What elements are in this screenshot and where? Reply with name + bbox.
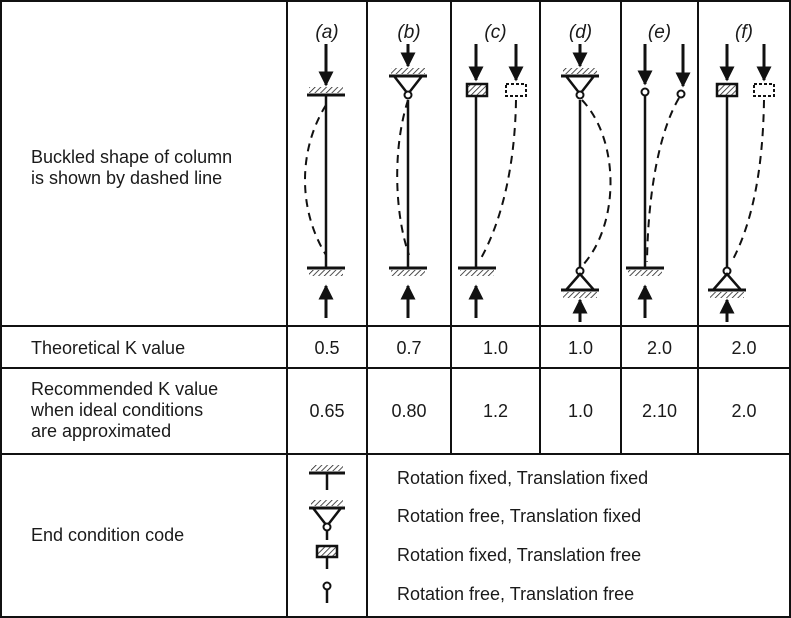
shape-label-line-1: Buckled shape of column bbox=[31, 147, 233, 167]
recommended-k-c: 1.2 bbox=[482, 401, 509, 421]
code-row-label: End condition code bbox=[31, 525, 185, 545]
theoretical-row-label: Theoretical K value bbox=[31, 338, 186, 358]
column-a-diagram bbox=[304, 44, 345, 318]
legend-free-text: Rotation free, Translation free bbox=[397, 584, 635, 604]
recommended-label-line-2: when ideal conditions bbox=[31, 400, 204, 420]
theoretical-k-a: 0.5 bbox=[314, 338, 340, 358]
case-c-label: (c) bbox=[484, 22, 507, 43]
column-e-diagram bbox=[626, 44, 691, 318]
column-d-diagram bbox=[561, 44, 612, 322]
theoretical-k-e: 2.0 bbox=[646, 338, 673, 358]
case-d-label: (d) bbox=[568, 22, 593, 43]
legend-pin-text: Rotation free, Translation fixed bbox=[397, 506, 642, 526]
legend-guided-text: Rotation fixed, Translation free bbox=[397, 545, 642, 565]
recommended-k-e: 2.10 bbox=[641, 401, 678, 421]
recommended-label-line-1: Recommended K value bbox=[31, 379, 219, 399]
legend-fixed-symbol bbox=[309, 465, 345, 490]
column-c-diagram bbox=[458, 44, 527, 318]
recommended-k-b: 0.80 bbox=[391, 401, 427, 421]
recommended-k-a: 0.65 bbox=[309, 401, 345, 421]
shape-label-line-2: is shown by dashed line bbox=[31, 168, 223, 188]
recommended-k-f: 2.0 bbox=[731, 401, 757, 421]
case-b-label: (b) bbox=[397, 22, 421, 43]
recommended-label-line-3: are approximated bbox=[31, 421, 172, 441]
column-b-diagram bbox=[389, 44, 427, 318]
theoretical-k-d: 1.0 bbox=[567, 338, 594, 358]
theoretical-k-c: 1.0 bbox=[482, 338, 509, 358]
legend-guided-symbol bbox=[315, 544, 339, 569]
theoretical-k-b: 0.7 bbox=[396, 338, 422, 358]
legend-pin-symbol bbox=[309, 500, 345, 540]
legend-free-symbol bbox=[322, 581, 332, 603]
theoretical-k-f: 2.0 bbox=[731, 338, 757, 358]
case-f-label: (f) bbox=[735, 22, 753, 43]
recommended-k-d: 1.0 bbox=[567, 401, 594, 421]
legend-fixed-text: Rotation fixed, Translation fixed bbox=[397, 468, 649, 488]
recommended-row-label: Recommended K value when ideal condition… bbox=[31, 379, 218, 442]
case-a-label: (a) bbox=[315, 22, 339, 43]
case-e-label: (e) bbox=[647, 22, 672, 43]
column-f-diagram bbox=[708, 44, 775, 322]
shape-row-label: Buckled shape of column is shown by dash… bbox=[31, 147, 232, 189]
